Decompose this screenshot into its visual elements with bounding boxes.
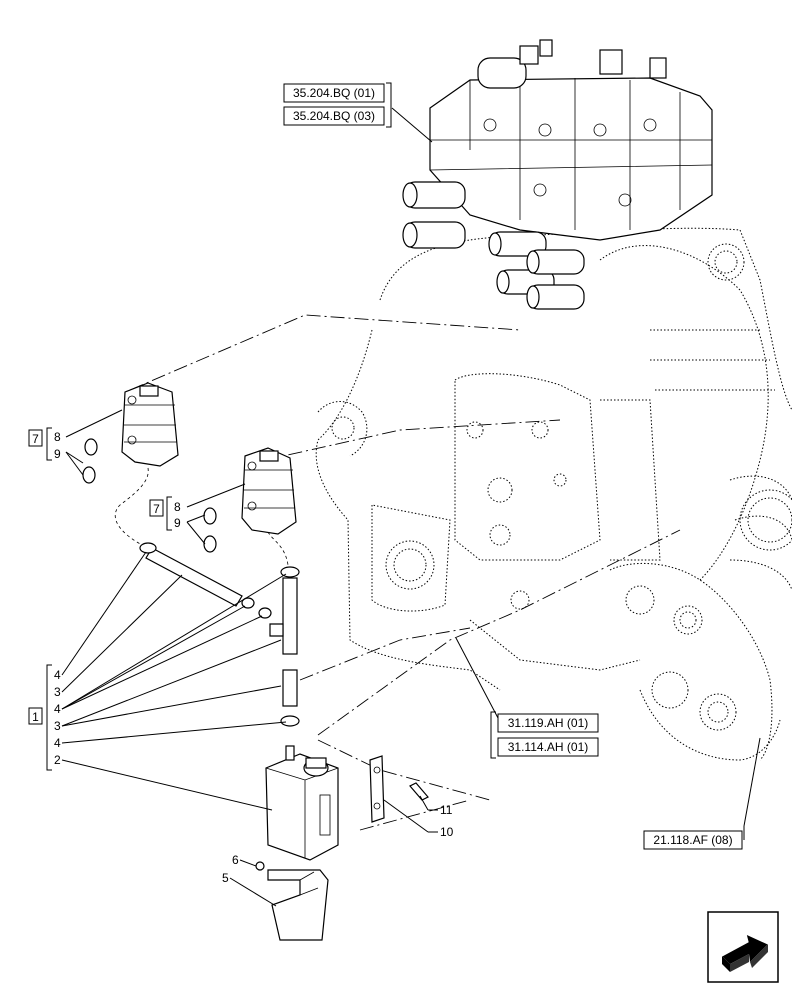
leader-lines [61, 107, 761, 907]
callout-3-b: 3 [54, 719, 61, 733]
control-valve-block [402, 39, 713, 310]
svg-text:1: 1 [32, 710, 39, 724]
callout-8-lower: 8 [174, 500, 181, 514]
callout-6: 6 [232, 853, 239, 867]
callout-4-b: 4 [54, 702, 61, 716]
callout-3-a: 3 [54, 685, 61, 699]
ref-label: 31.119.AH (01) [508, 716, 589, 730]
valve-unit-upper [82, 382, 179, 484]
o-ring-lower-9 [203, 535, 217, 553]
clamp-4-a [139, 542, 157, 554]
svg-text:7: 7 [153, 502, 160, 516]
next-page-arrow-icon[interactable] [707, 911, 779, 983]
rear-axle-housing [315, 227, 792, 761]
o-ring-lower-8 [203, 507, 217, 525]
plate-10 [369, 755, 429, 823]
callout-8-upper: 8 [54, 430, 61, 444]
reservoir [265, 745, 339, 861]
clamp-4-c [258, 607, 272, 619]
connection-lines [115, 314, 681, 831]
mounting-bracket [255, 861, 329, 941]
ref-box-21-118-af-08[interactable]: 21.118.AF (08) [643, 830, 743, 850]
callout-5: 5 [222, 871, 229, 885]
ref-box-31-119-ah-01[interactable]: 31.119.AH (01) [497, 713, 599, 733]
bracket-ref-mid [490, 711, 496, 759]
bolt-11 [409, 782, 429, 801]
ref-label: 35.204.BQ (01) [293, 86, 375, 100]
callout-2: 2 [54, 753, 61, 767]
screw-6 [255, 861, 265, 871]
hose-3-lower [282, 669, 298, 707]
clamp-4-lower [280, 715, 300, 727]
ref-label: 21.118.AF (08) [653, 833, 732, 847]
o-ring-upper-8 [84, 438, 98, 456]
valve-unit-lower [203, 447, 297, 553]
ref-box-35-204-bq-03[interactable]: 35.204.BQ (03) [283, 106, 385, 126]
bracket-7-lower [166, 496, 172, 531]
callout-11: 11 [440, 803, 453, 817]
clamp-4-b [241, 597, 255, 609]
ref-box-31-114-ah-01[interactable]: 31.114.AH (01) [497, 737, 599, 757]
ref-label: 35.204.BQ (03) [293, 109, 375, 123]
ref-label: 31.114.AH (01) [508, 740, 589, 754]
bracket-ref-top [386, 82, 392, 128]
quick-couplers [402, 181, 585, 310]
o-ring-upper-9 [82, 466, 96, 484]
bracket-1 [46, 664, 52, 771]
svg-text:7: 7 [32, 432, 39, 446]
callout-9-upper: 9 [54, 447, 61, 461]
callout-1: 1 [28, 707, 43, 725]
ref-box-35-204-bq-01[interactable]: 35.204.BQ (01) [283, 83, 385, 103]
callout-4-a: 4 [54, 668, 61, 682]
callout-10: 10 [440, 825, 454, 839]
tee-fitting [282, 577, 298, 655]
callout-7-upper: 7 [28, 429, 43, 447]
hose-assembly [139, 542, 300, 727]
bracket-7-upper [46, 427, 52, 461]
hose-3-upper [145, 547, 243, 607]
callout-9-lower: 9 [174, 516, 181, 530]
callout-7-lower: 7 [149, 499, 164, 517]
callout-4-c: 4 [54, 736, 61, 750]
